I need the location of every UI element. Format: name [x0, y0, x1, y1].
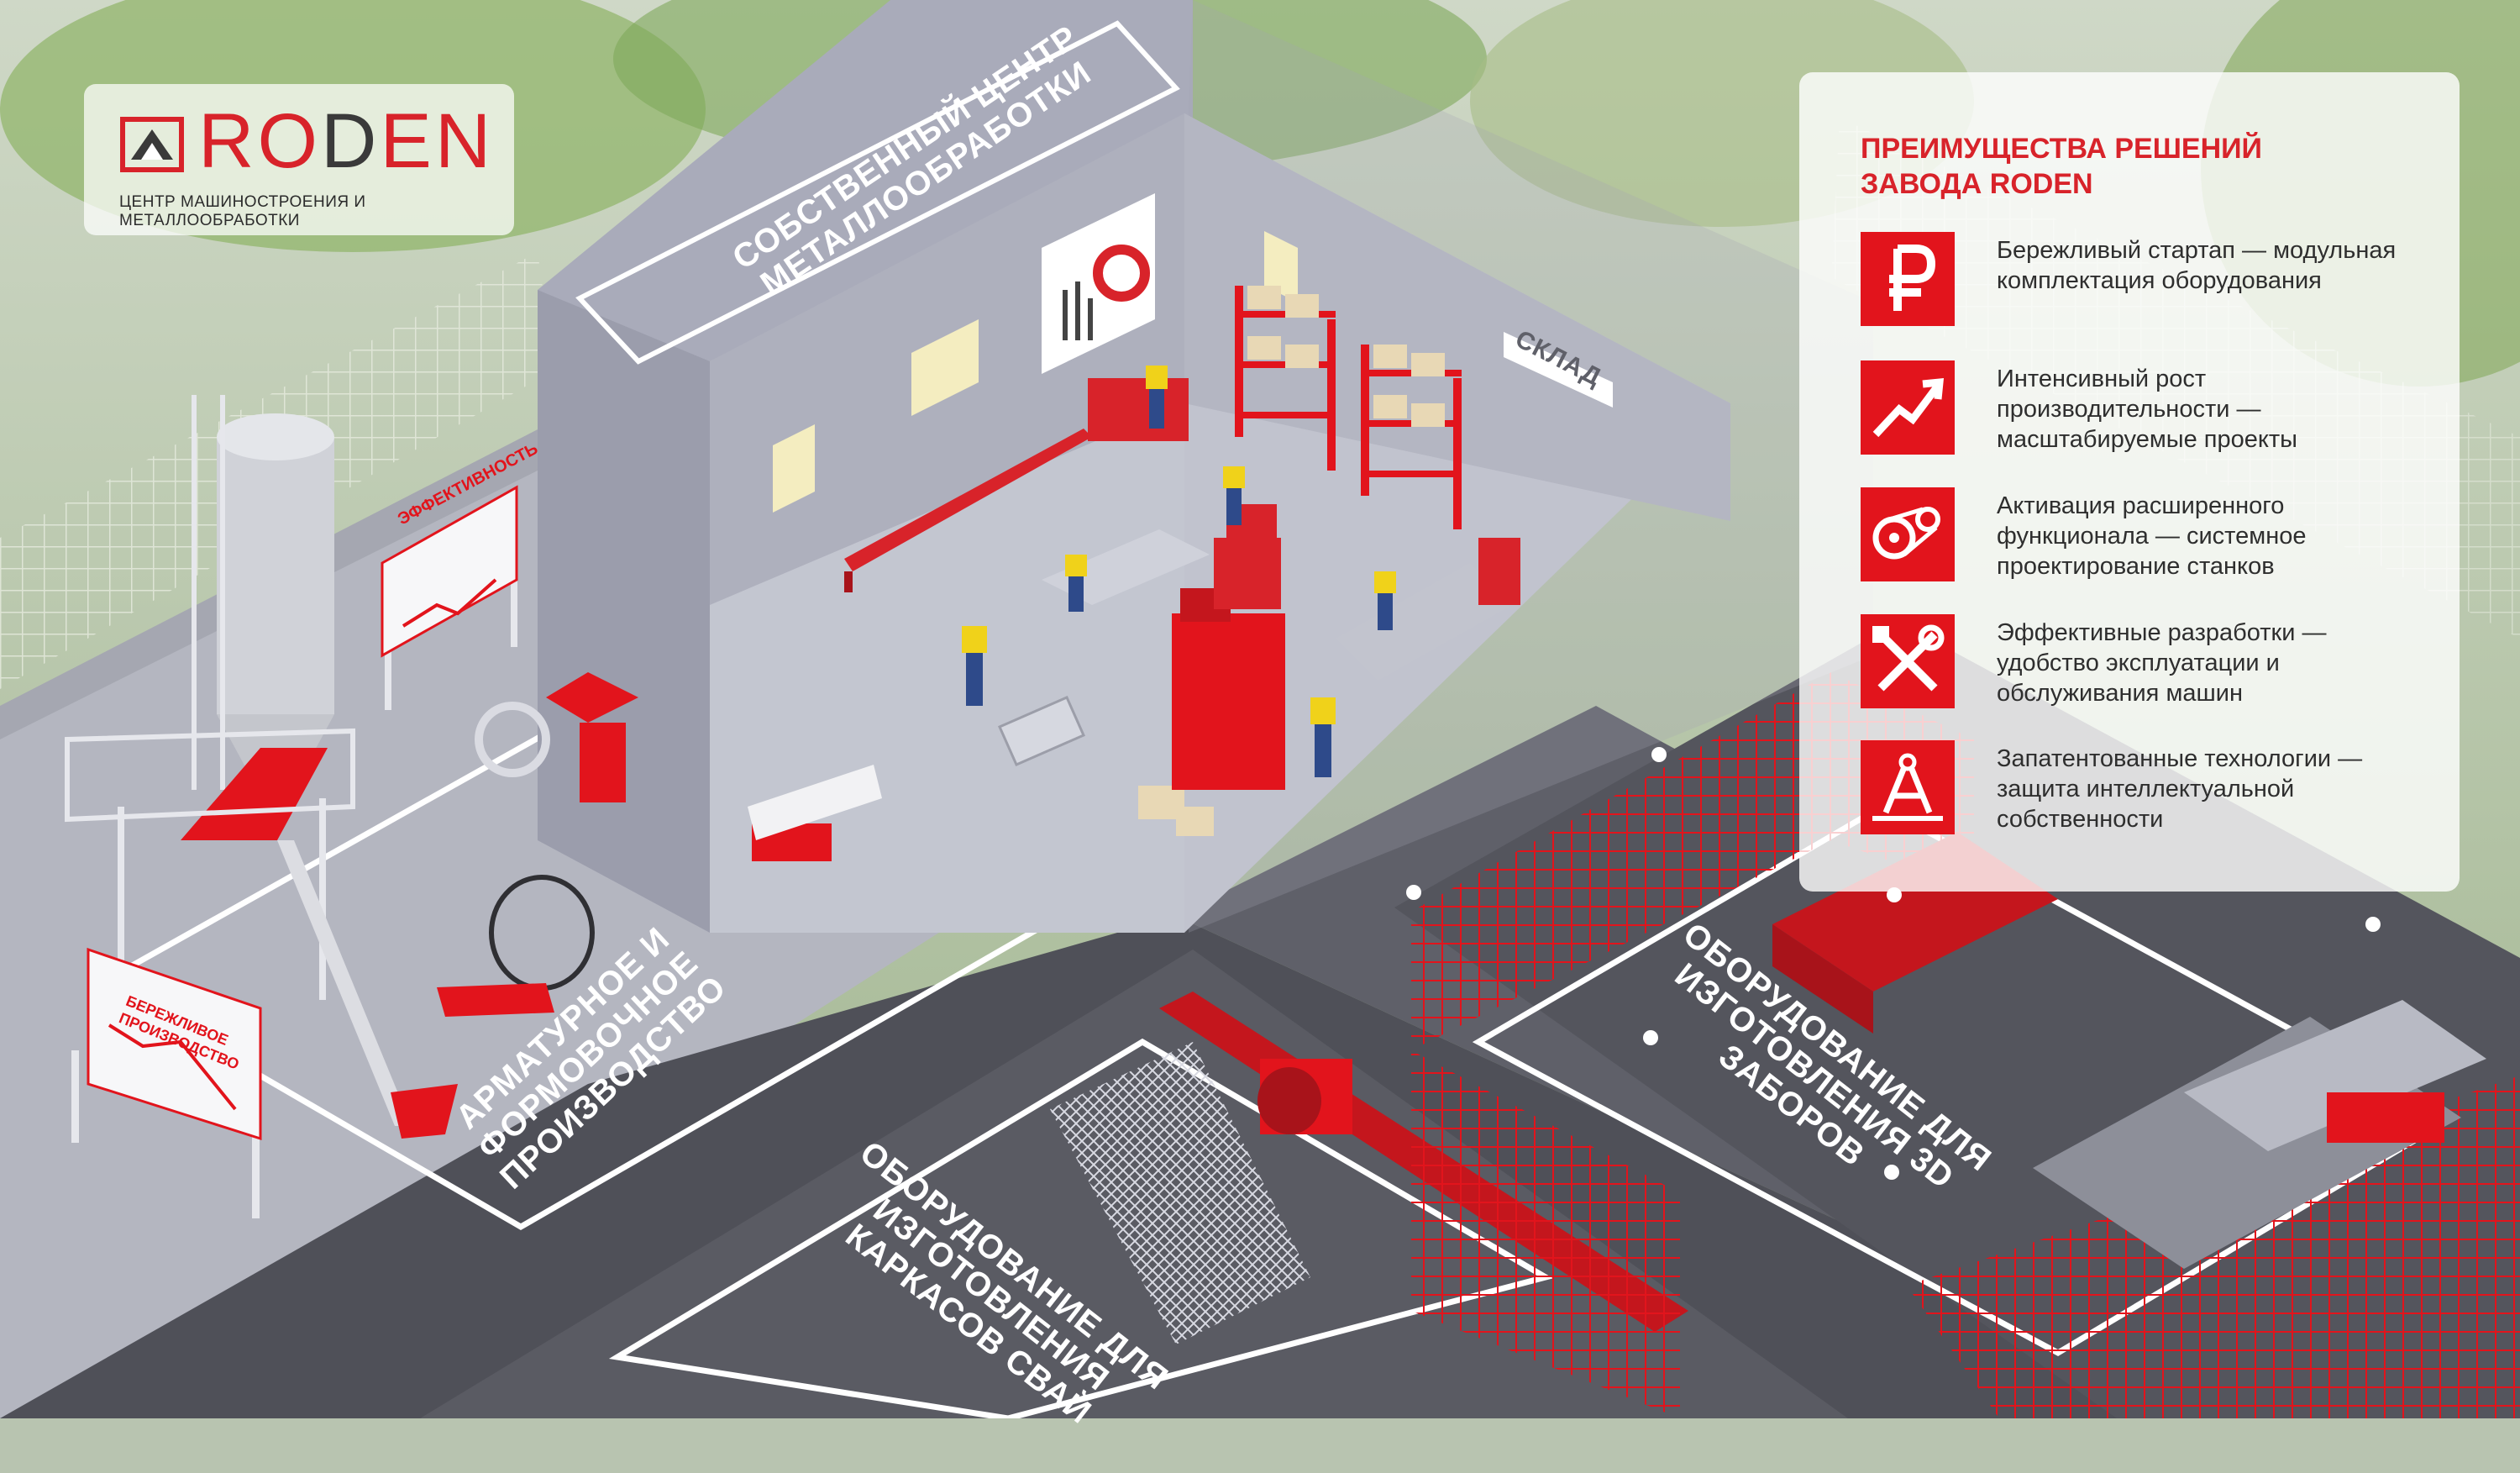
- advantage-item: Интенсивный рост производительности — ма…: [1861, 360, 2432, 455]
- compass-icon: [1861, 740, 1955, 834]
- advantages-panel: ПРЕИМУЩЕСТВА РЕШЕНИЙ ЗАВОДА RODEN Бережл…: [1799, 72, 2460, 892]
- roden-logo-icon: [120, 117, 184, 172]
- workshop-machines: [844, 286, 1613, 836]
- efficiency-billboard: [381, 485, 518, 710]
- tools-icon: [1861, 614, 1955, 708]
- advantage-item: Активация расширенного функционала — сис…: [1861, 487, 2432, 581]
- advantage-text: Активация расширенного функционала — сис…: [1997, 492, 2307, 580]
- advantage-text: Эффективные разработки — удобство эксплу…: [1997, 619, 2327, 707]
- logo-wordmark: RODEN: [198, 98, 495, 184]
- advantage-text: Бережливый стартап — модульная комплекта…: [1997, 237, 2397, 294]
- advantage-text: Запатентованные технологии — защита инте…: [1997, 745, 2363, 833]
- logo-card[interactable]: RODEN ЦЕНТР МАШИНОСТРОЕНИЯ И МЕТАЛЛООБРА…: [84, 84, 514, 235]
- growth-arrow-icon: [1861, 360, 1955, 455]
- logo-subtitle: ЦЕНТР МАШИНОСТРОЕНИЯ И МЕТАЛЛООБРАБОТКИ: [119, 193, 366, 229]
- belt-drive-icon: [1861, 487, 1955, 581]
- silo-tower: [65, 395, 458, 1139]
- lean-billboard: [71, 947, 262, 1218]
- advantage-item: Запатентованные технологии — защита инте…: [1861, 740, 2432, 834]
- advantage-item: Бережливый стартап — модульная комплекта…: [1861, 232, 2432, 326]
- advantage-item: Эффективные разработки — удобство эксплу…: [1861, 614, 2432, 708]
- ruble-icon: [1861, 232, 1955, 326]
- rebar-machines: [437, 672, 882, 1017]
- advantages-title: ПРЕИМУЩЕСТВА РЕШЕНИЙ ЗАВОДА RODEN: [1861, 133, 2262, 200]
- advantage-text: Интенсивный рост производительности — ма…: [1997, 366, 2298, 453]
